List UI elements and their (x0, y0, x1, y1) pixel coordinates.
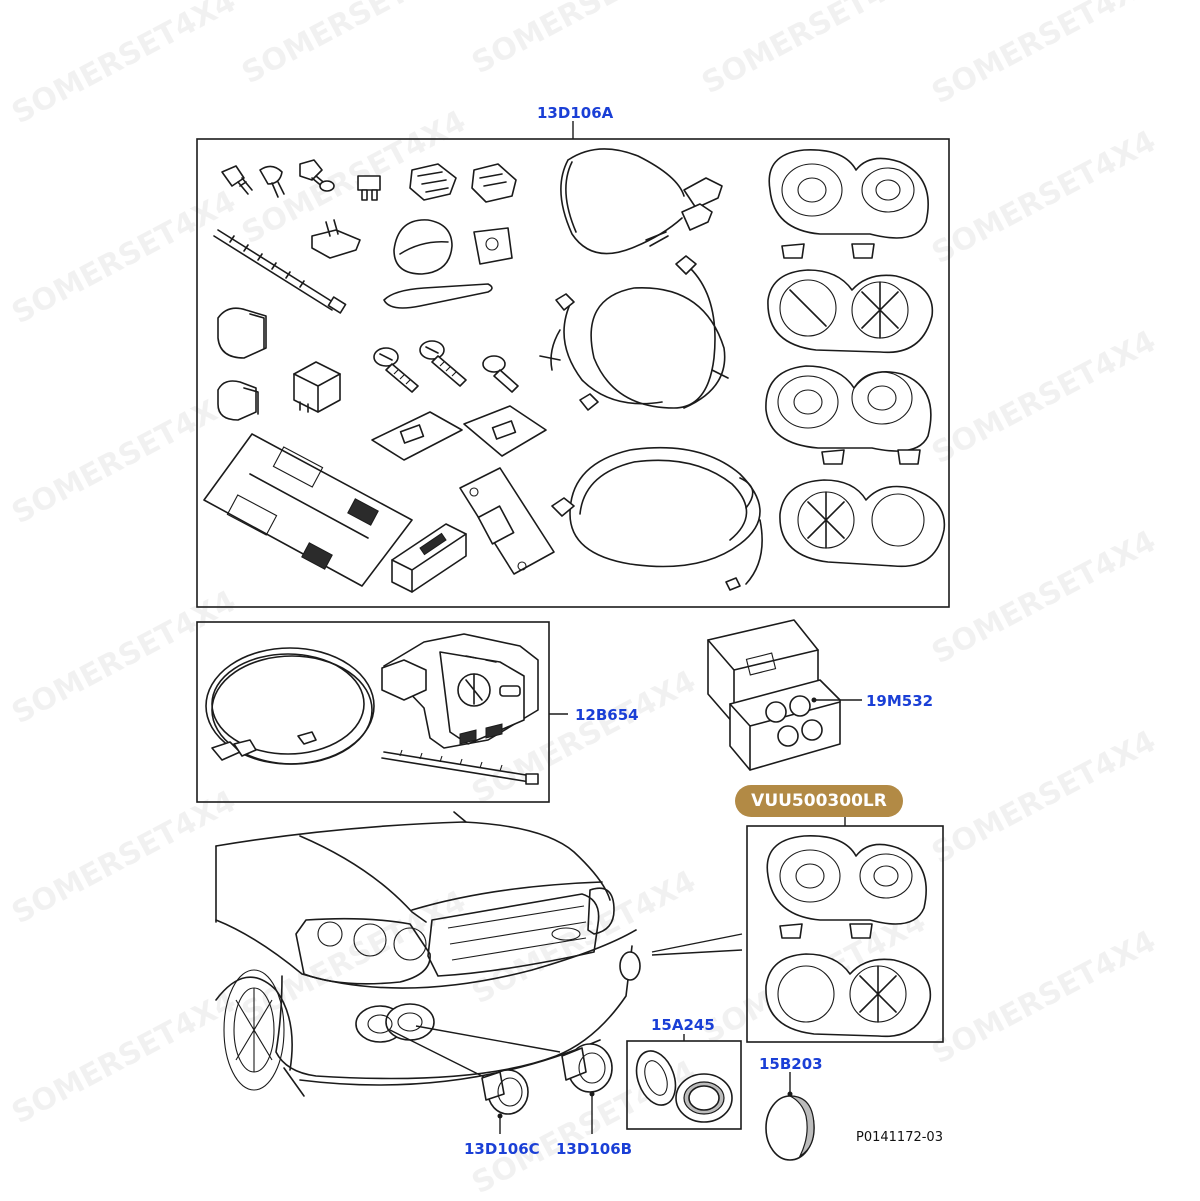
lamp-pointer (389, 1029, 491, 1081)
cable-clip-icon (217, 307, 267, 359)
cable-tie-icon (213, 229, 347, 314)
wiring-harness-icon (551, 447, 763, 591)
highlight-box (746, 825, 944, 1043)
clip-icon (821, 449, 845, 465)
cable-clip-icon (217, 380, 259, 421)
connector-icon (471, 163, 517, 203)
fog-lamp-pointer (651, 933, 743, 953)
lamp-housing-icon (779, 479, 946, 568)
leader-dot (589, 1091, 595, 1097)
clip-icon (851, 243, 875, 259)
lamp-housing-icon (765, 953, 932, 1038)
highlighted-part-badge[interactable]: VUU500300LR (735, 785, 903, 817)
clip-icon (311, 219, 361, 259)
bulb-kit-icon (707, 619, 841, 771)
callout-lamp-c[interactable]: 13D106C (464, 1140, 540, 1158)
wiring-harness-icon (560, 148, 723, 255)
callout-kit-main[interactable]: 13D106A (537, 104, 614, 122)
wiring-harness-icon (205, 647, 375, 765)
cap-icon (765, 1095, 815, 1161)
bracket-icon (473, 227, 513, 265)
light-switch-icon (381, 633, 539, 749)
wiring-harness-icon (539, 255, 729, 411)
switch-icon (391, 523, 467, 593)
screw-icon (419, 340, 467, 387)
connector-icon (409, 163, 457, 201)
clip-icon (897, 449, 921, 465)
cable-tie-icon (381, 749, 539, 785)
figure-reference: P0141172-03 (856, 1130, 943, 1145)
callout-cap[interactable]: 15B203 (759, 1055, 823, 1073)
callout-bezel[interactable]: 15A245 (651, 1016, 715, 1034)
leader-dot (497, 1113, 503, 1119)
fog-lamp-pointer (651, 949, 743, 956)
cap-icon (393, 219, 453, 275)
clip-icon (779, 923, 803, 939)
label-sheet-icon (203, 433, 413, 587)
lamp-housing-icon (768, 149, 929, 239)
bezel-plate-icon (463, 405, 547, 457)
fog-lamp-icon (481, 1069, 529, 1115)
callout-bulb-kit[interactable]: 19M532 (866, 692, 934, 710)
screw-icon (259, 165, 285, 198)
vehicle-front-icon (215, 811, 641, 1097)
foam-strip (383, 283, 493, 309)
relay-icon (293, 361, 341, 413)
leader-dot (811, 697, 817, 703)
bezel-ring-icon (635, 1050, 733, 1123)
screw-icon (482, 355, 519, 393)
lamp-housing-icon (765, 365, 932, 452)
harness-switch-box (196, 621, 550, 803)
callout-lamp-b[interactable]: 13D106B (556, 1140, 633, 1158)
bolt-icon (299, 159, 335, 192)
callout-harness-switch[interactable]: 12B654 (575, 706, 639, 724)
clip-icon (849, 923, 873, 939)
screw-icon (221, 165, 253, 195)
fog-lamp-icon (561, 1043, 613, 1093)
screw-icon (373, 347, 419, 393)
fuse-icon (357, 175, 381, 201)
lamp-pointer (415, 1025, 561, 1053)
lamp-housing-icon (767, 269, 934, 354)
mounting-bracket-icon (459, 467, 555, 575)
bezel-plate-icon (371, 411, 463, 461)
clip-icon (781, 243, 805, 259)
lamp-housing-icon (766, 835, 927, 925)
